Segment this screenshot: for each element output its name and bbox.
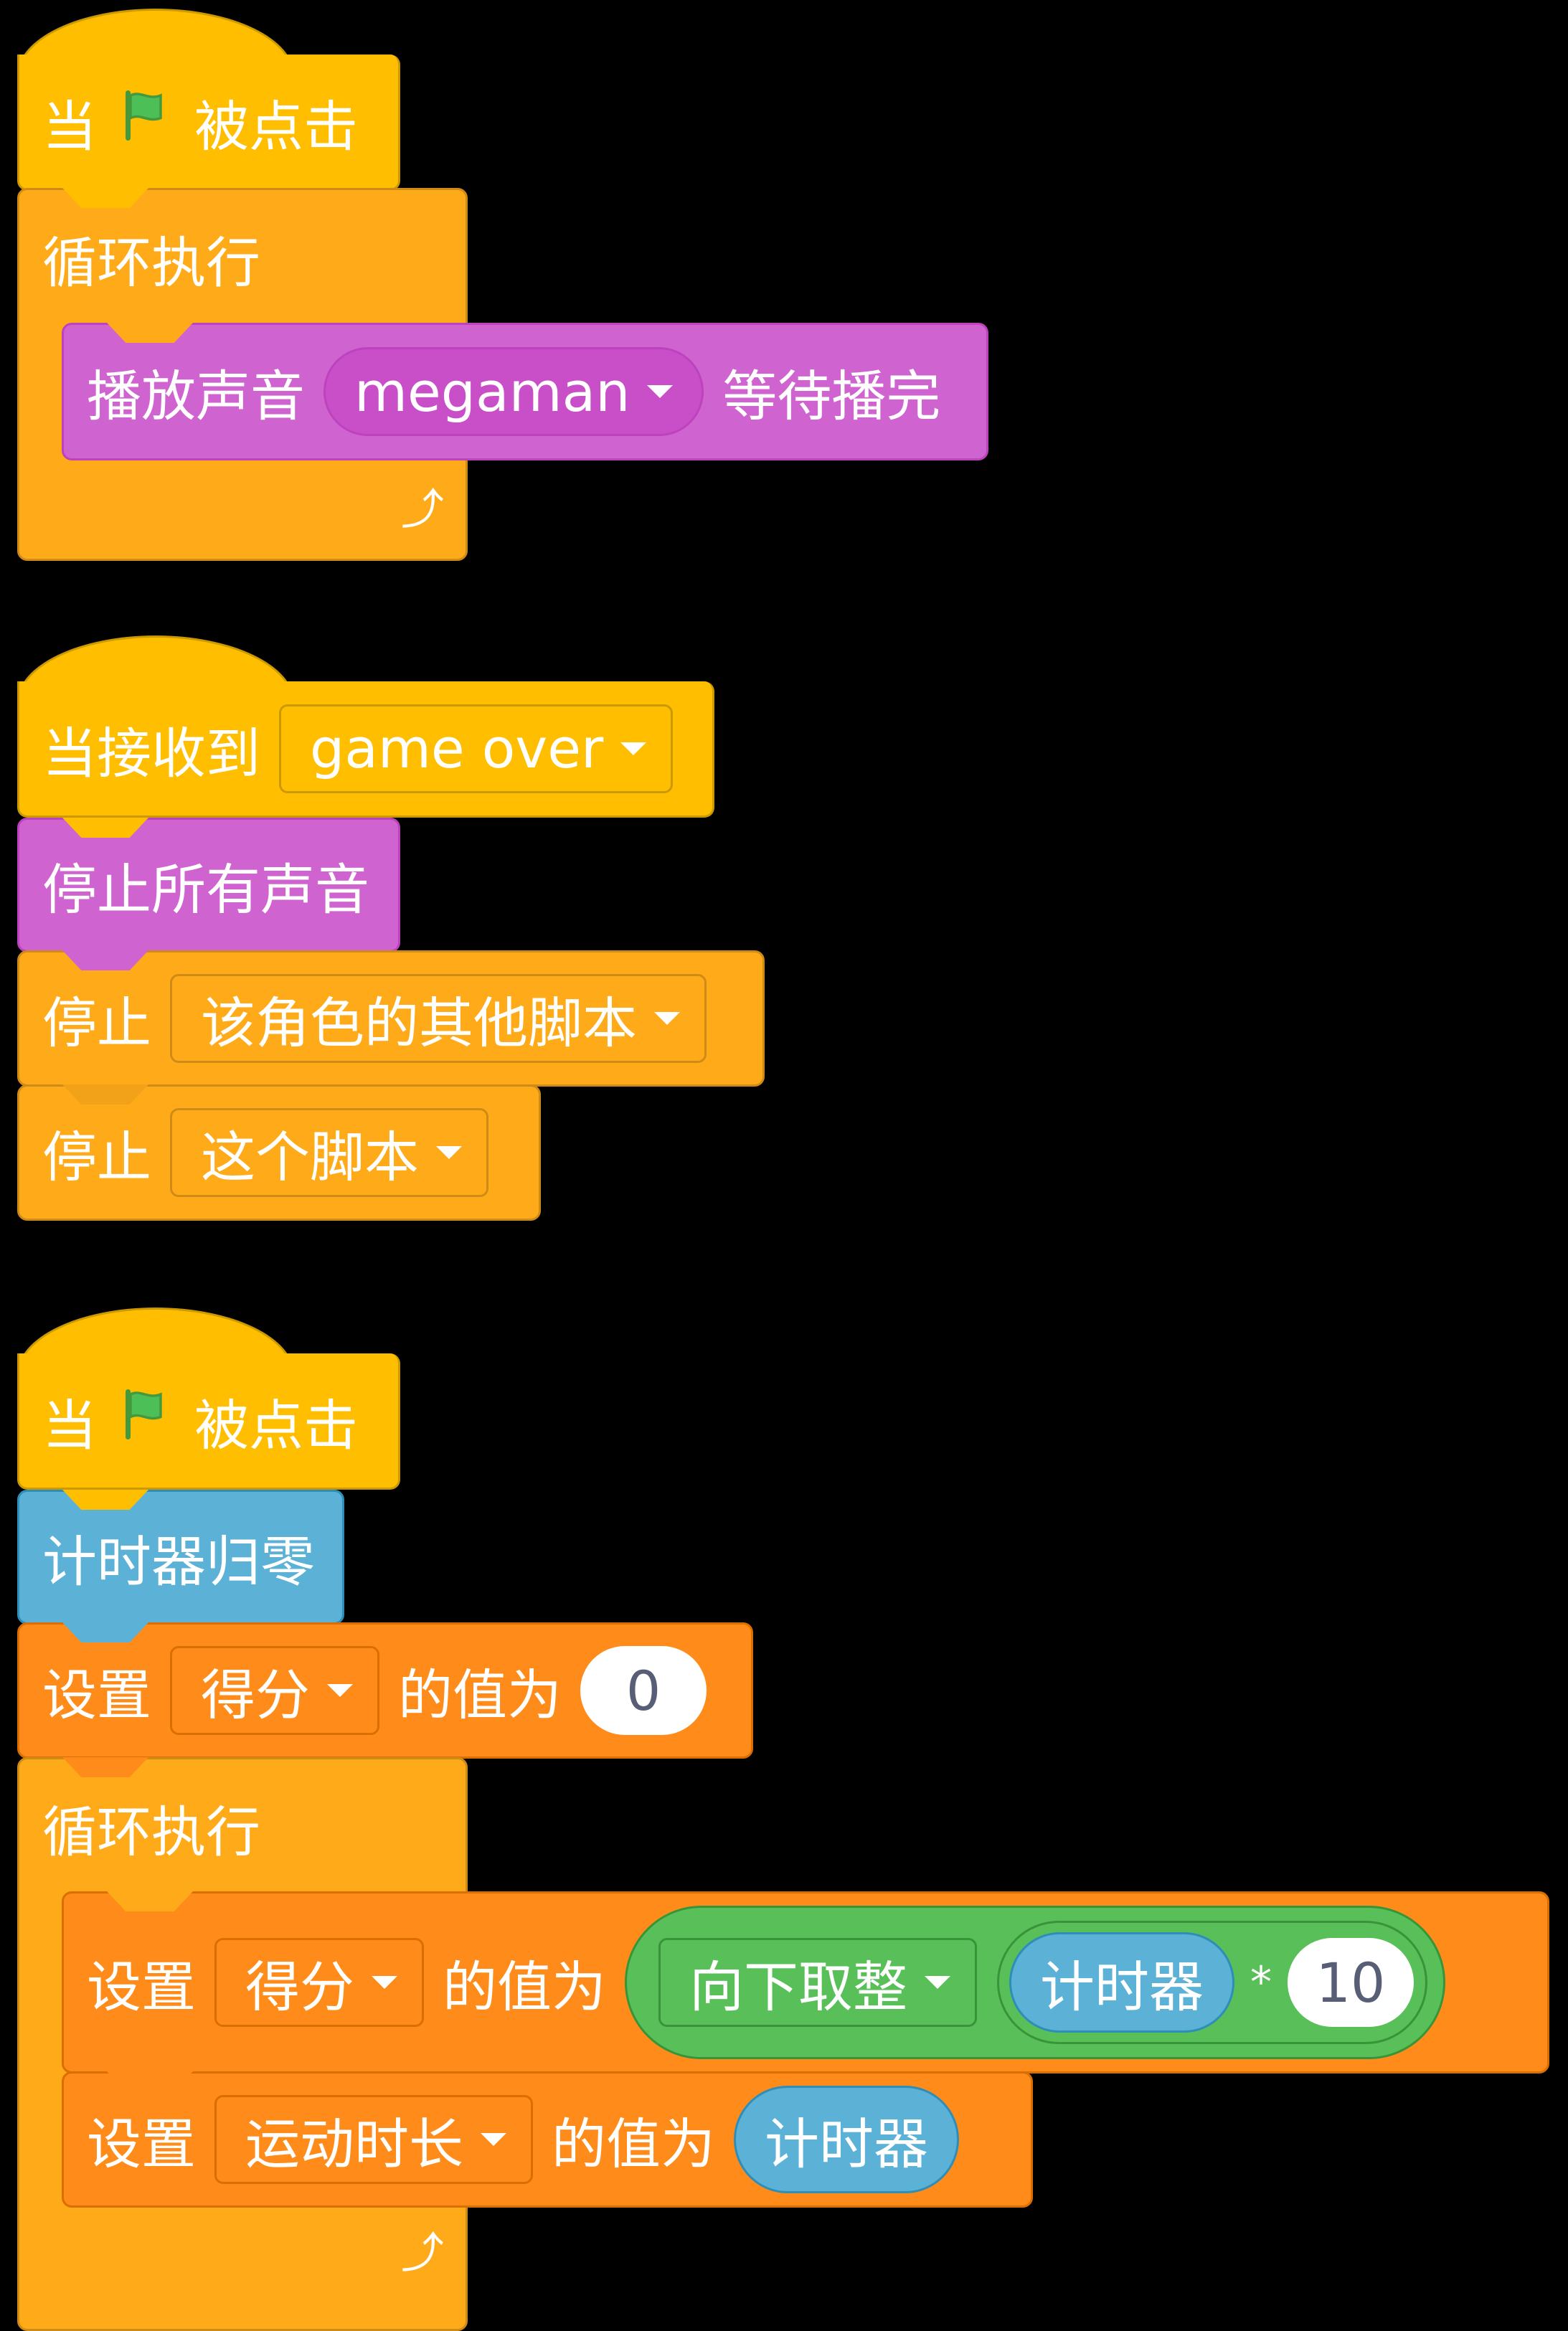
stop-label: 停止 [42,1125,151,1189]
variable-menu-value: 运动时长 [245,2112,463,2176]
sound-menu[interactable]: megaman [323,347,704,436]
broadcast-menu[interactable]: game over [279,704,674,793]
stop-label: 停止 [42,991,151,1055]
math-function-value: 向下取整 [689,1955,907,2019]
hat-label-suffix: 被点击 [194,1393,358,1457]
hat-label-suffix: 被点击 [194,94,358,159]
loop-arrow-icon: ⤴ [401,2228,444,2279]
reset-timer-label: 计时器归零 [42,1530,315,1594]
set-label: 设置 [87,2112,196,2176]
to-value-label: 的值为 [443,1955,606,2019]
set-score-floor-block[interactable]: 设置 得分 的值为 向下取整 计时器 * 10 [62,1891,1549,2074]
stop-option-value: 这个脚本 [201,1125,419,1189]
variable-menu-value: 得分 [201,1663,310,1727]
play-sound-until-done-block[interactable]: 播放声音 megaman 等待播完 [62,323,988,460]
timer-reporter[interactable]: 计时器 [1009,1932,1234,2033]
when-receive-label: 当接收到 [42,721,260,785]
stop-other-scripts-block[interactable]: 停止 该角色的其他脚本 [17,950,765,1087]
loop-arrow-icon: ⤴ [401,485,444,535]
math-op-reporter[interactable]: 向下取整 计时器 * 10 [625,1906,1445,2059]
value-input[interactable]: 0 [580,1646,707,1735]
hat-label-prefix: 当 [42,1393,97,1457]
dropdown-arrow-icon [372,1976,397,1989]
stop-this-script-block[interactable]: 停止 这个脚本 [17,1084,541,1221]
reset-timer-block[interactable]: 计时器归零 [17,1490,344,1625]
dropdown-arrow-icon [481,2133,506,2146]
set-duration-block[interactable]: 设置 运动时长 的值为 计时器 [62,2071,1033,2208]
dropdown-arrow-icon [327,1684,353,1697]
broadcast-menu-value: game over [310,717,604,780]
variable-menu[interactable]: 得分 [170,1646,379,1735]
green-flag-icon [115,85,176,159]
when-flag-clicked-block[interactable]: 当 被点击 [17,55,400,191]
variable-menu[interactable]: 得分 [214,1938,424,2027]
math-function-menu[interactable]: 向下取整 [658,1938,977,2027]
green-flag-icon [115,1384,176,1457]
operator-symbol: * [1250,1957,1272,2008]
stop-option-menu[interactable]: 这个脚本 [170,1108,488,1197]
notch [62,188,148,208]
forever-label: 循环执行 [42,1800,260,1864]
set-label: 设置 [42,1663,151,1727]
stop-all-sounds-label: 停止所有声音 [42,858,369,922]
stop-option-value: 该角色的其他脚本 [201,991,637,1055]
forever-label: 循环执行 [42,231,260,295]
timer-reporter[interactable]: 计时器 [734,2086,959,2193]
sound-menu-value: megaman [354,359,630,424]
when-receive-block[interactable]: 当接收到 game over [17,681,714,818]
play-sound-suffix: 等待播完 [722,364,941,428]
variable-menu-value: 得分 [245,1955,354,2019]
play-sound-label: 播放声音 [87,364,305,428]
set-score-block[interactable]: 设置 得分 的值为 0 [17,1622,753,1759]
stop-all-sounds-block[interactable]: 停止所有声音 [17,818,400,952]
dropdown-arrow-icon [620,742,647,755]
stop-option-menu[interactable]: 该角色的其他脚本 [170,974,707,1063]
dropdown-arrow-icon [654,1012,680,1025]
timer-reporter-label: 计时器 [765,2112,928,2176]
notch [62,1757,148,1777]
multiply-reporter[interactable]: 计时器 * 10 [997,1921,1427,2044]
to-value-label: 的值为 [552,2112,715,2176]
dropdown-arrow-icon [647,385,674,398]
multiplier-input[interactable]: 10 [1288,1938,1414,2027]
dropdown-arrow-icon [436,1146,462,1159]
hat-label-prefix: 当 [42,94,97,159]
set-label: 设置 [87,1955,196,2019]
variable-menu[interactable]: 运动时长 [214,2095,533,2184]
dropdown-arrow-icon [925,1976,950,1989]
to-value-label: 的值为 [398,1663,562,1727]
when-flag-clicked-block[interactable]: 当 被点击 [17,1353,400,1490]
timer-reporter-label: 计时器 [1040,1955,1204,2019]
